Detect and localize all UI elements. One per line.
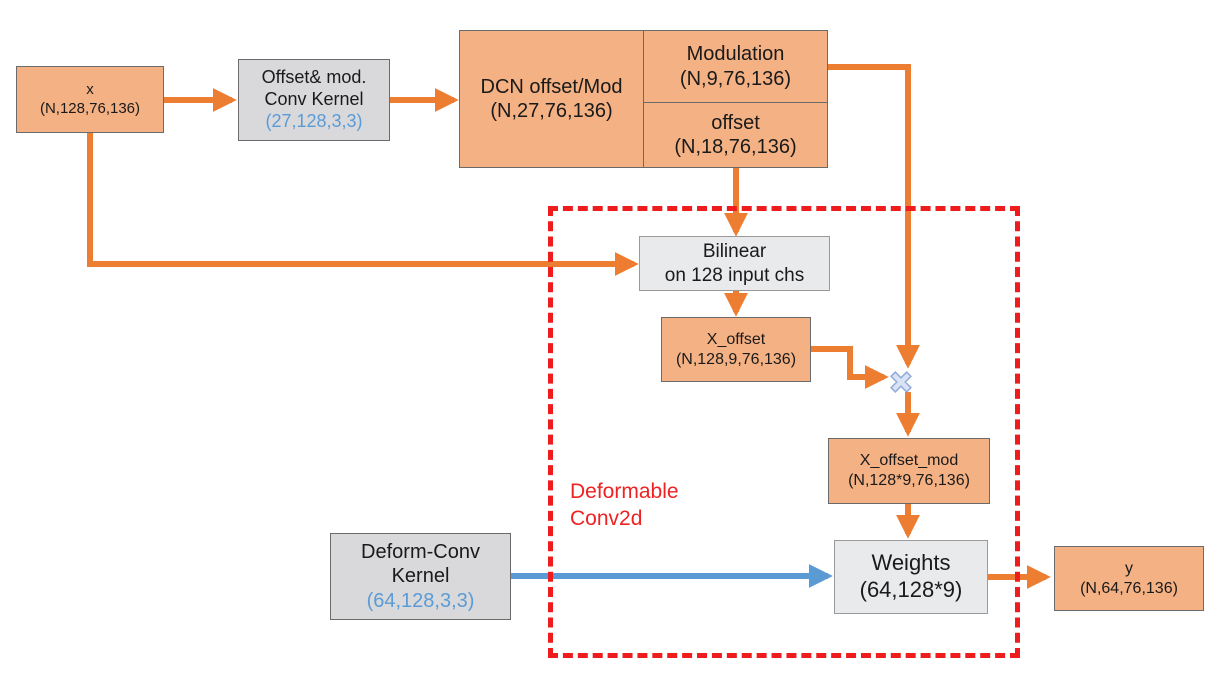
arrow-x-to-bilinear: [87, 133, 639, 276]
offset-kernel-line2: Conv Kernel: [264, 89, 364, 110]
arrow-modulation-to-multiply: [828, 64, 920, 369]
x-offset-mod-name: X_offset_mod: [859, 452, 959, 470]
dcn-name: DCN offset/Mod: [480, 75, 623, 98]
node-x-offset-mod: X_offset_mod (N,128*9,76,136): [828, 438, 990, 504]
offset-shape: (N,18,76,136): [674, 136, 797, 158]
node-x-offset: X_offset (N,128,9,76,136): [661, 317, 811, 382]
deform-kernel-line2: Kernel: [391, 565, 450, 588]
multiply-cross-icon: [890, 371, 912, 393]
x-offset-shape: (N,128,9,76,136): [675, 350, 797, 368]
offset-kernel-shape: (27,128,3,3): [265, 110, 363, 131]
modulation-name: Modulation: [686, 43, 785, 66]
modulation-shape: (N,9,76,136): [679, 67, 792, 90]
node-y: y (N,64,76,136): [1054, 546, 1204, 611]
x-offset-mod-shape: (N,128*9,76,136): [848, 472, 970, 489]
region-label-line1: Deformable: [570, 480, 679, 503]
dcn-shape: (N,27,76,136): [490, 100, 613, 122]
node-dcn-offset-mod: DCN offset/Mod (N,27,76,136): [459, 30, 644, 168]
deform-kernel-line1: Deform-Conv: [361, 540, 480, 563]
x-offset-name: X_offset: [706, 330, 766, 348]
node-offset-mod-kernel: Offset& mod. Conv Kernel (27,128,3,3): [238, 59, 390, 141]
deform-kernel-shape: (64,128,3,3): [366, 589, 475, 612]
node-x-shape: (N,128,76,136): [39, 99, 141, 117]
weights-shape: (64,128*9): [859, 577, 963, 602]
offset-kernel-line1: Offset& mod.: [261, 67, 367, 88]
node-x-name: x: [86, 81, 94, 99]
node-modulation: Modulation (N,9,76,136): [643, 30, 828, 103]
node-y-name: y: [1125, 559, 1133, 577]
weights-name: Weights: [871, 550, 951, 576]
bilinear-line1: Bilinear: [702, 241, 767, 263]
node-y-shape: (N,64,76,136): [1080, 579, 1178, 597]
deformable-conv2d-label: Deformable Conv2d: [570, 478, 679, 533]
node-x: x (N,128,76,136): [16, 66, 164, 133]
node-offset: offset (N,18,76,136): [643, 102, 828, 168]
region-label-line2: Conv2d: [570, 507, 643, 531]
bilinear-line2: on 128 input chs: [664, 264, 805, 286]
arrow-x-offset-to-multiply: [811, 346, 889, 389]
node-bilinear: Bilinear on 128 input chs: [639, 236, 830, 291]
node-deform-conv-kernel: Deform-Conv Kernel (64,128,3,3): [330, 533, 511, 620]
offset-name: offset: [711, 111, 760, 134]
deformable-conv2d-region: [548, 206, 1020, 658]
node-weights: Weights (64,128*9): [834, 540, 988, 614]
